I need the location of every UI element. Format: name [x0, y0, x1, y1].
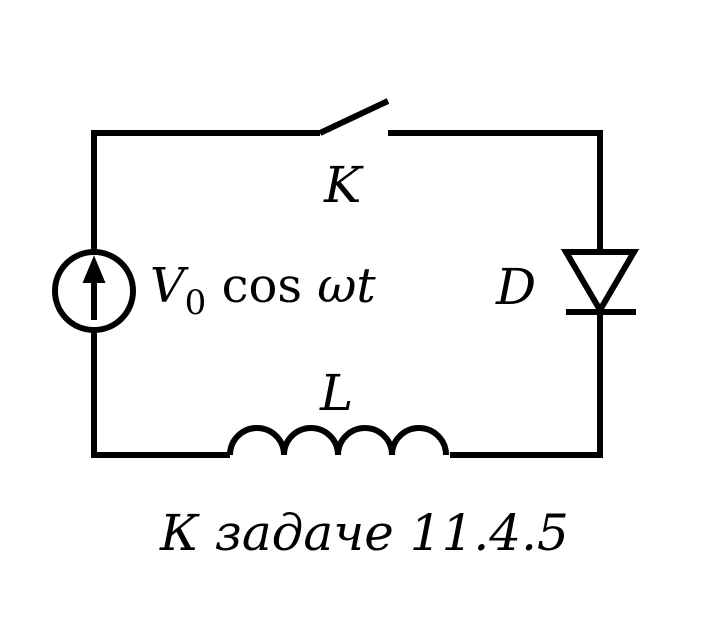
source-label: V0 cos ωt — [150, 262, 376, 320]
voltage-source-circle — [52, 249, 136, 333]
source-function: cos — [221, 258, 302, 314]
wire-right-lower — [450, 314, 603, 458]
switch-blade — [318, 98, 390, 136]
wire-top-right — [388, 130, 603, 252]
inductor-label: L — [320, 364, 354, 422]
diode-triangle — [560, 249, 640, 316]
wire-left-lower — [91, 330, 230, 458]
inductor-coil — [227, 425, 449, 456]
wire-top-left — [91, 130, 320, 252]
figure-caption: К задаче 11.4.5 — [160, 504, 569, 562]
source-argument: ωt — [317, 258, 376, 314]
source-subscript: 0 — [184, 283, 207, 323]
diode-label: D — [496, 258, 537, 316]
switch-label: K — [324, 156, 362, 214]
source-symbol: V — [150, 258, 185, 314]
source-arrow-icon — [82, 255, 106, 283]
